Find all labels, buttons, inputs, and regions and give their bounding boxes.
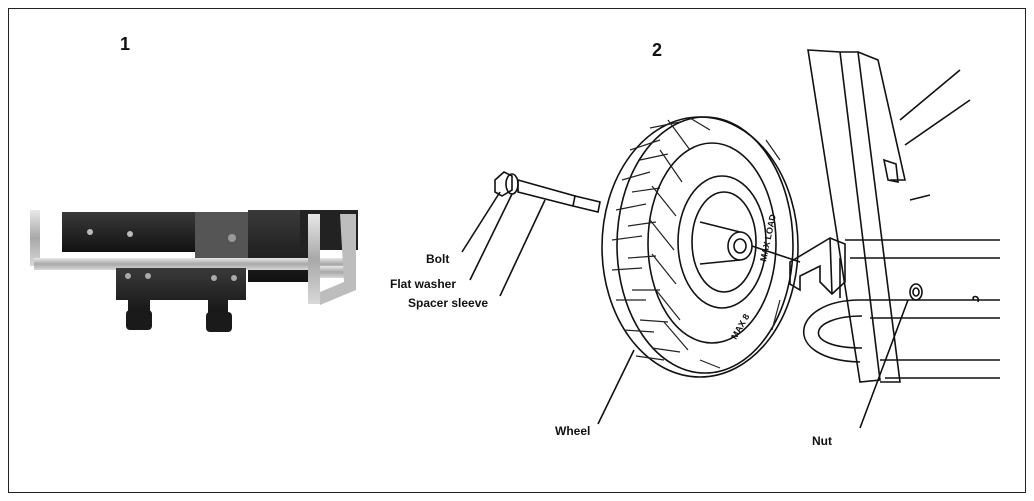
label-flat-washer: Flat washer [390,277,457,291]
diagram-frame [8,8,1026,493]
label-nut: Nut [812,434,832,448]
label-spacer-sleeve: Spacer sleeve [408,296,489,310]
panel-number-1: 1 [120,34,131,54]
label-bolt: Bolt [426,252,450,266]
tire-tread-pattern [611,117,781,369]
panel-number-2: 2 [652,40,663,60]
label-wheel: Wheel [555,424,591,438]
